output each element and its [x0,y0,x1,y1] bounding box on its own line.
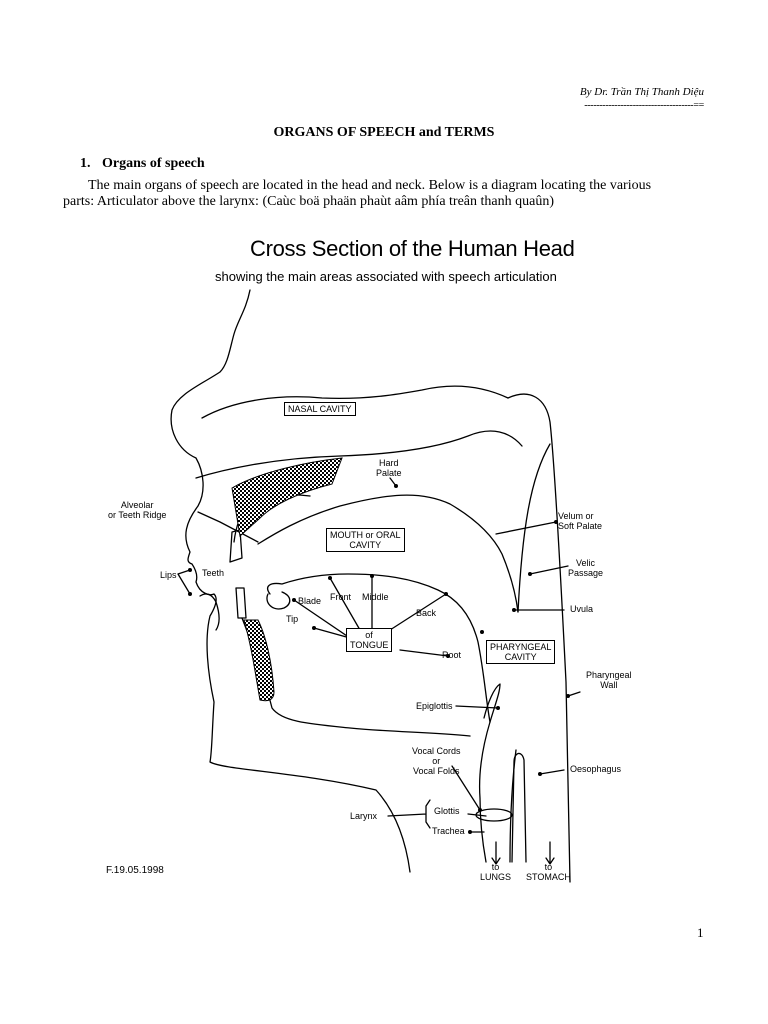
label-trachea: Trachea [432,826,465,836]
label-to-stomach-line1: to [544,862,553,872]
lower-teeth-outline [235,587,247,619]
label-alveolar-line1: Alveolar [120,500,154,510]
label-pharyngeal-wall-line1: Pharyngeal [586,670,632,680]
author-byline: By Dr. Trần Thị Thanh Diệu -------------… [580,86,704,112]
epiglottis-shape [483,683,501,723]
intro-paragraph: The main organs of speech are located in… [63,178,713,210]
leader-glottis [467,813,487,817]
label-tongue: TONGUE [350,640,389,650]
label-hard-palate-line1: Hard [379,458,399,468]
page-title: ORGANS OF SPEECH and TERMS [273,125,495,140]
diagram-subtitle: showing the main areas associated with s… [215,269,557,284]
leader-velic [529,565,569,575]
velum-curve [517,443,551,613]
label-mouth-cavity-line1: MOUTH or ORAL [330,530,401,540]
diagram-title: Cross Section of the Human Head [250,236,575,261]
label-vocal-cords-line3: Vocal Folds [413,766,460,776]
label-nasal-cavity: NASAL CAVITY [284,402,356,416]
label-glottis: Glottis [434,806,460,816]
section-heading: 1. Organs of speech [80,156,205,172]
label-alveolar-line2: or Teeth Ridge [108,510,167,520]
label-uvula: Uvula [570,604,594,614]
label-to-stomach-line2: STOMACH [526,872,571,882]
label-oesophagus: Oesophagus [570,764,622,774]
section-title: Organs of speech [102,156,205,171]
face-outline [170,289,411,873]
label-front: Front [330,592,352,602]
leader-oesophagus [539,769,565,775]
leader-tongue-parts [293,575,447,639]
upper-jaw-bone [231,457,343,537]
label-pharyngeal-wall-line2: Wall [600,680,618,690]
label-pharyngeal-cavity-line1: PHARYNGEAL [490,642,552,652]
intro-line-1: The main organs of speech are located in… [88,178,652,193]
label-vocal-cords-line1: Vocal Cords [412,746,461,756]
label-lips: Lips [160,570,177,580]
diagram-date: F.19.05.1998 [106,865,164,876]
leader-epiglottis [455,705,499,709]
label-vocal-cords-line2: or [432,756,441,766]
page-number: 1 [697,925,704,940]
leader-dots [188,484,570,834]
label-larynx: Larynx [350,811,378,821]
label-tip: Tip [286,614,299,624]
label-teeth: Teeth [202,568,225,578]
lower-lip-outline [199,593,220,631]
label-mouth-cavity-line2: CAVITY [349,540,382,550]
label-velum-line2: Soft Palate [558,521,603,531]
tongue-tip-curl [266,591,291,610]
intro-line-2: parts: Articulator above the larynx: (Ca… [63,194,554,209]
header-rule: ------------------------------------== [584,100,704,111]
hard-palate-curve [257,494,519,613]
leader-lips [177,569,191,595]
label-root: Root [442,650,462,660]
pharynx-back-wall [507,393,571,883]
head-cross-section-diagram: Cross Section of the Human Head showing … [60,222,720,902]
lower-jaw-bone [243,619,275,702]
arrow-to-stomach [545,841,555,865]
leader-larynx [387,799,431,829]
label-hard-palate-line2: Palate [376,468,402,478]
section-number: 1. [80,156,91,171]
label-of: of [365,630,373,640]
label-velic-line1: Velic [576,558,596,568]
larynx-front-wall [478,721,491,863]
label-velum-line1: Velum or [558,511,594,521]
label-to-lungs-line2: LUNGS [480,872,512,882]
nasal-floor-outline [195,430,523,479]
arrow-to-lungs [491,841,501,865]
leader-velum [495,521,557,535]
label-middle: Middle [362,592,389,602]
label-pharyngeal-cavity-line2: CAVITY [504,652,537,662]
label-epiglottis: Epiglottis [416,701,453,711]
nasal-roof-outline [201,385,509,419]
leader-vocal-folds [451,765,481,811]
leader-pharyngeal-wall [567,691,581,697]
diagram-drawing [170,289,581,883]
leader-root [399,649,449,657]
label-blade: Blade [298,596,322,606]
trachea-back-wall [509,749,517,863]
label-to-lungs-line1: to [491,862,500,872]
oesophagus-tube [511,752,527,863]
label-velic-line2: Passage [568,568,604,578]
author-name: By Dr. Trần Thị Thanh Diệu [579,86,704,98]
tongue-outline [267,573,491,723]
label-back: Back [416,608,437,618]
